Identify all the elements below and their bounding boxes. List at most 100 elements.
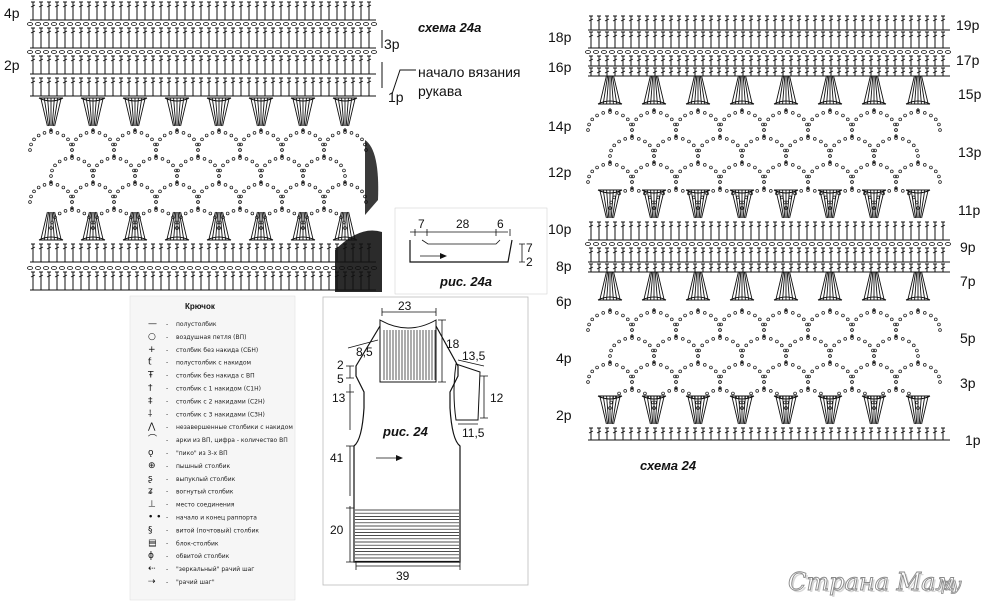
watermark-suffix: . ру (930, 575, 962, 595)
legend-row: ϕ-обвитой столбик (148, 551, 230, 561)
triple-treble-icon: ⸸ (148, 409, 152, 419)
row-label-6p: 6р (556, 293, 572, 309)
row-label-17p: 17р (956, 52, 980, 68)
fig24-dim-sleeve-top: 13,5 (462, 349, 486, 363)
legend-list: —-полустолбик ○-воздушная петля (ВП) + - сто… (147, 319, 293, 587)
row-label-16p: 16р (548, 59, 572, 75)
row-label-3p: 3р (384, 36, 400, 52)
legend-text: "рачий шаг" (176, 579, 215, 586)
legend-text: столбик с 3 накидами (С3Н) (176, 411, 265, 418)
row-label-11p: 11р (958, 202, 981, 218)
single-crochet-icon: + (148, 345, 156, 355)
half-double-icon: ƭ (148, 358, 152, 368)
fig-24a-caption: рис. 24а (439, 274, 492, 289)
start-note-line2: рукава (418, 83, 462, 99)
site-watermark: Страна Мам Страна Мам . ру (788, 568, 963, 598)
chain-arch-icon: ⌒ (148, 434, 157, 445)
legend-dash: - (166, 411, 168, 418)
double-crochet-icon: † (148, 384, 153, 394)
legend-text: незавершенные столбики с накидом (176, 424, 293, 431)
row-label-9p: 9р (960, 239, 976, 255)
legend-text: столбик без накида с ВП (176, 373, 255, 380)
legend-text: вогнутый столбик (176, 489, 234, 496)
legend-dash: - (166, 347, 168, 354)
legend-row: Ŧ-столбик без накида с ВП (147, 371, 255, 381)
legend-row: ⊥-место соединения (148, 500, 235, 510)
watermark-shadow: Страна Мам (790, 570, 957, 598)
legend-row: ⇠ - "зеркальный" рачий шаг (148, 564, 254, 574)
legend-row: • •-начало и конец раппорта (148, 513, 257, 523)
mirror-crab-icon: ⇠ (148, 564, 156, 574)
sc-with-chain-icon: Ŧ (147, 371, 154, 381)
legend-text: пышный столбик (176, 463, 231, 470)
legend-row: ⌒-арки из ВП, цифра - количество ВП (148, 434, 288, 445)
legend-dash: - (166, 489, 168, 496)
row-label-4p-s24: 4р (556, 350, 572, 366)
fig24-dim-sleeve-bottom: 11,5 (462, 426, 485, 440)
legend-text: выпуклый столбик (176, 476, 236, 483)
legend-row: ⋀-незавершенные столбики с накидом (147, 422, 293, 432)
fig24-dim-rib: 20 (330, 523, 344, 537)
legend-text: "зеркальный" рачий шаг (176, 566, 254, 573)
fig24a-dim-left: 7 (418, 217, 425, 231)
legend-row: ⸸ - столбик с 3 накидами (С3Н) (148, 409, 265, 419)
block-stitch-icon: ▤ (148, 538, 157, 548)
legend-dash: - (166, 566, 168, 573)
legend-text: арки из ВП, цифра - количество ВП (176, 437, 288, 444)
legend-text: начало и конец раппорта (176, 515, 257, 522)
start-note-line1: начало вязания (418, 64, 521, 80)
front-post-icon: ʂ (148, 474, 153, 484)
fig24a-dim-h-bottom: 2 (526, 255, 533, 269)
start-note-leader (391, 69, 416, 95)
back-post-icon: ʑ (148, 487, 153, 497)
legend-row: —-полустолбик (148, 319, 217, 329)
legend-dash: - (166, 398, 168, 405)
legend-dash: - (166, 540, 168, 547)
photo-fragment (335, 230, 382, 292)
legend-row: ƭ-полустолбик с накидом (148, 358, 251, 368)
fig-24a-drawing (394, 207, 548, 295)
legend-dash: - (166, 502, 168, 509)
legend-dash: - (166, 386, 168, 393)
row-label-10p: 10р (548, 221, 572, 237)
legend-row: ʑ - вогнутый столбик (148, 487, 234, 497)
fig24-dim-left-mid: 5 (337, 372, 344, 386)
fig24-dim-shoulder: 8,5 (356, 345, 373, 359)
row-label-1p: 1р (388, 89, 404, 105)
scheme-24a-chart (26, 1, 377, 291)
legend-dash: - (166, 527, 168, 534)
legend-text: столбик без накида (СБН) (176, 347, 258, 354)
puff-stitch-icon: ⊕ (148, 461, 156, 471)
legend-row: ʂ-выпуклый столбик (148, 474, 236, 484)
legend-row: ⇢-"рачий шаг" (148, 577, 215, 587)
fig-24-caption: рис. 24 (382, 424, 429, 439)
legend-row: †-столбик с 1 накидом (С1Н) (148, 384, 261, 394)
fig24-dim-body: 41 (330, 451, 344, 465)
row-label-1p-s24: 1р (965, 432, 981, 448)
row-label-2p: 2р (4, 57, 20, 73)
fig24-dim-sleeve-height: 12 (490, 391, 504, 405)
row-label-3p-s24: 3р (960, 375, 976, 391)
fig24-dim-neck-width: 23 (398, 299, 412, 313)
row-label-13p: 13р (958, 144, 982, 160)
row-label-18p: 18р (548, 29, 572, 45)
scheme-24-chart (585, 15, 952, 441)
twisted-stitch-icon: § (148, 525, 153, 535)
row-label-15p: 15р (958, 86, 982, 102)
legend-text: столбик с 2 накидами (С2Н) (176, 398, 265, 405)
join-point-icon: ⊥ (148, 500, 156, 510)
row-label-12p: 12р (548, 164, 572, 180)
watermark-text: Страна Мам (788, 568, 955, 596)
row-label-2p-s24: 2р (556, 407, 572, 423)
legend-row: ○-воздушная петля (ВП) (148, 332, 246, 342)
legend-row: §-витой (почтовый) столбик (148, 525, 259, 535)
half-stitch-icon: — (148, 319, 157, 329)
row-label-7p: 7р (960, 273, 976, 289)
legend-row: + - столбик без накида (СБН) (148, 345, 258, 355)
legend-dash: - (166, 360, 168, 367)
fig24-dim-armhole: 13 (332, 391, 346, 405)
legend-text: блок-столбик (176, 540, 219, 547)
legend-row: ǫ-"пико" из 3-х ВП (148, 448, 228, 458)
